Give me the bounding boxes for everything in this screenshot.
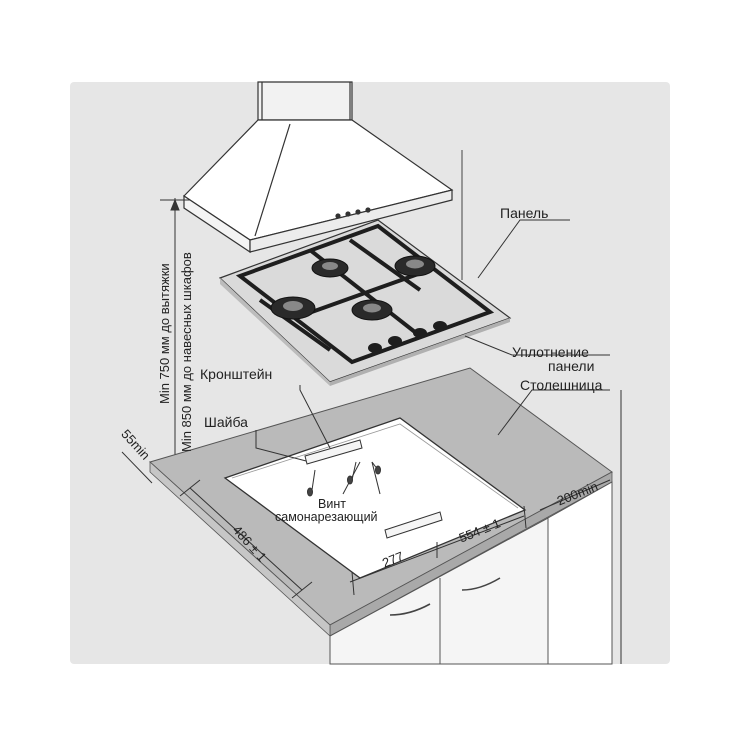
washer-label: Шайба: [204, 414, 248, 430]
panel-label: Панель: [500, 205, 549, 221]
seal-label-line2: панели: [548, 358, 595, 374]
min850-label: Min 850 мм до навесных шкафов: [179, 252, 194, 452]
bracket-icon: [304, 439, 443, 539]
gas-hob-icon: [218, 219, 512, 386]
bracket-label: Кронштейн: [200, 366, 273, 382]
hob-cutout-depth: [231, 423, 519, 509]
hob-cutout: [223, 417, 527, 579]
kitchen-cabinet-icon: [329, 481, 613, 665]
screw-label-line1: Винт: [318, 497, 346, 511]
min750-label: Min 750 мм до вытяжки: [157, 263, 172, 404]
countertop-dimensions: [121, 451, 611, 599]
cooker-hood-icon: [183, 81, 454, 254]
leader-lines: [255, 219, 622, 664]
countertop-label: Столешница: [520, 377, 603, 393]
screw-label-line2: самонарезающий: [275, 510, 378, 524]
seal-label-line1: Уплотнение: [512, 344, 589, 360]
